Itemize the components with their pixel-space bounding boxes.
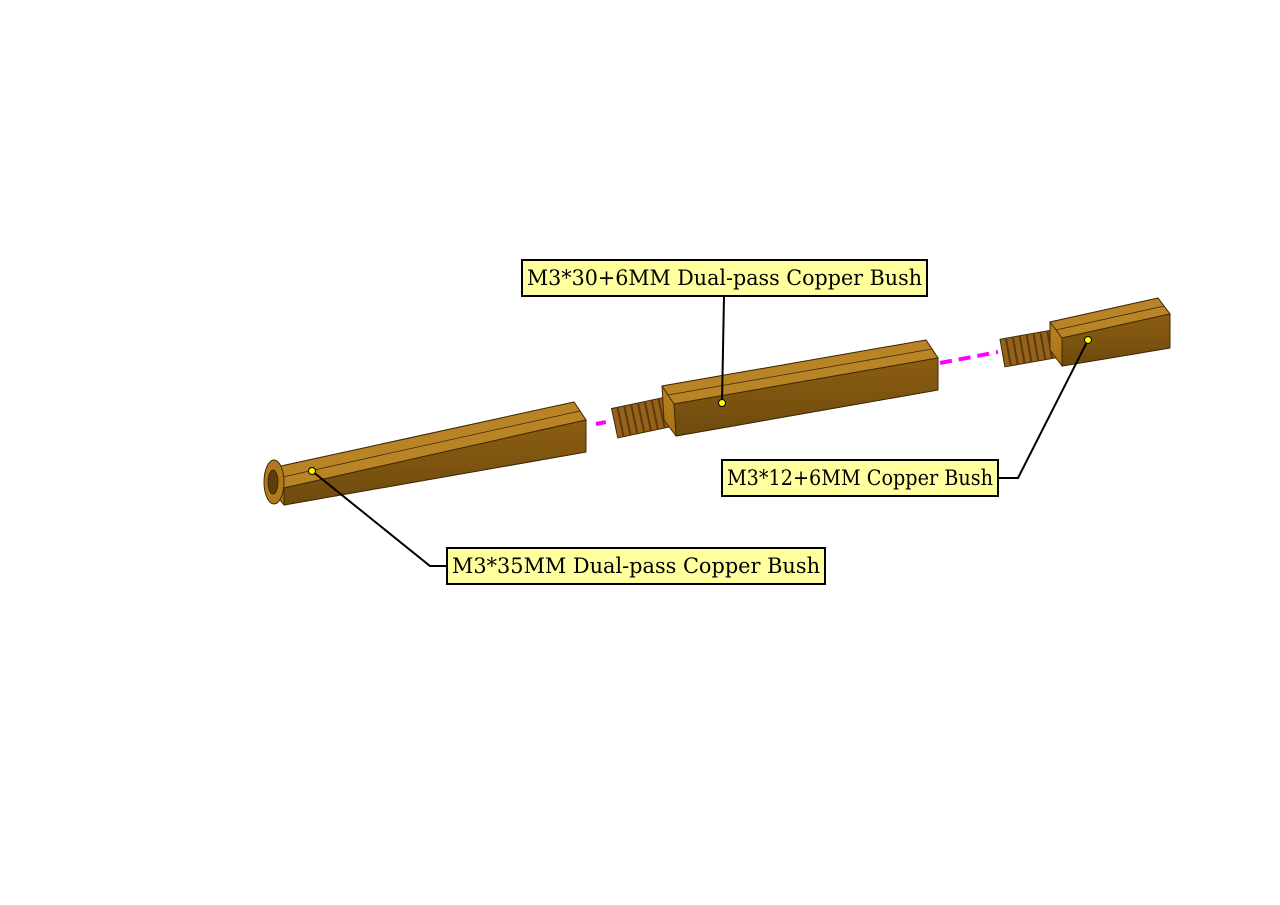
anchor-dot-bush-30mm [718,399,726,407]
callout-bush-30mm: M3*30+6MM Dual-pass Copper Bush [521,259,928,297]
assembly-axis-segment [939,350,999,365]
callout-box [721,459,999,497]
callout-label-bush-30mm: M3*30+6MM Dual-pass Copper Bush [527,266,922,290]
assembly-axis [595,350,999,426]
callout-bush-35mm: M3*35MM Dual-pass Copper Bush [446,547,826,585]
bush-30mm-part [610,339,939,439]
bush-35mm-part [263,401,587,506]
leader-line-bush-12mm [998,339,1089,479]
callout-box [521,259,928,297]
callout-bush-12mm: M3*12+6MM Copper Bush [721,459,999,497]
callout-box [446,547,826,585]
bush-12mm-part [999,297,1171,368]
anchor-dot-bush-35mm [308,467,316,475]
callout-label-bush-35mm: M3*35MM Dual-pass Copper Bush [452,554,820,578]
thread-stud [610,395,678,439]
thread-stud [999,328,1063,368]
leader-lines [311,295,1089,567]
assembly-axis-segment [595,420,607,426]
anchor-dot-bush-12mm [1084,336,1092,344]
leader-line-bush-30mm [721,295,725,404]
callout-label-bush-12mm: M3*12+6MM Copper Bush [727,466,993,490]
leader-line-bush-35mm [311,470,448,567]
